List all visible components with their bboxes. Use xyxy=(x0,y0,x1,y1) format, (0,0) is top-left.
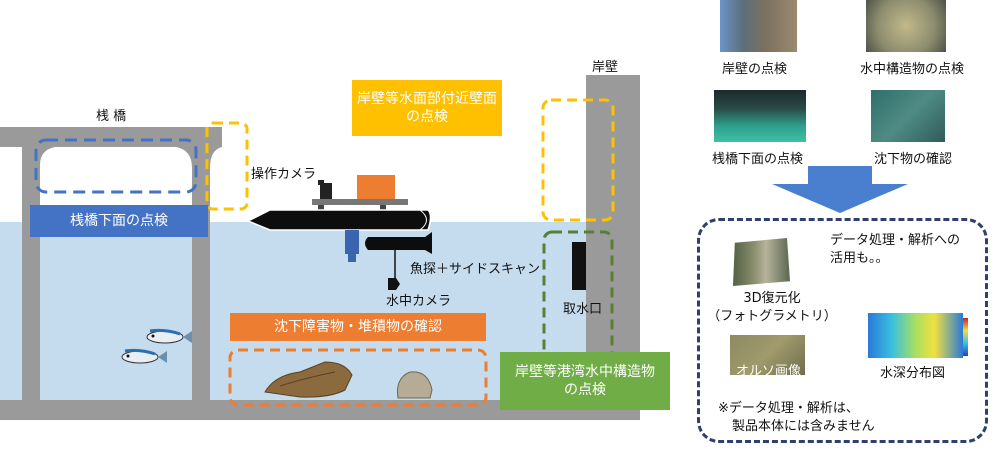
harbor-scene xyxy=(0,75,640,420)
underwater-camera-label: 水中カメラ xyxy=(386,294,452,309)
data-use-line1: データ処理・解析への xyxy=(830,233,961,248)
depth-scale-bar xyxy=(963,318,968,356)
exclusion-note: ※データ処理・解析は、 製品本体には含みません xyxy=(718,400,875,435)
underwater-camera-device xyxy=(388,278,400,290)
quay-wall-photo xyxy=(720,0,797,52)
quay-wall-label: 岸壁 xyxy=(592,60,619,75)
3d-model-image xyxy=(733,238,790,286)
waterline-wall-line2: の点検 xyxy=(406,109,448,125)
thumb-caption-pier: 桟橋下面の点検 xyxy=(712,152,804,167)
seabed xyxy=(0,400,640,420)
fish-1 xyxy=(146,328,192,344)
operation-camera-dash xyxy=(205,121,249,211)
data-use-line2: 活用も。。 xyxy=(830,250,889,266)
sunken-rock xyxy=(397,371,433,399)
exclusion-note-line1: ※データ処理・解析は、 xyxy=(718,401,859,416)
fish-2 xyxy=(121,348,167,364)
waterline-wall-box: 岸壁等水面部付近壁面 の点検 xyxy=(352,80,502,136)
waterline-wall-line1: 岸壁等水面部付近壁面 xyxy=(357,90,497,107)
ortho-image xyxy=(730,335,805,375)
depth-map-caption: 水深分布図 xyxy=(880,366,946,381)
fish-finder-label: 魚探＋サイドスキャン xyxy=(410,262,541,277)
water-intake-label: 取水口 xyxy=(563,302,603,317)
thruster xyxy=(345,230,359,254)
waterline-wall-dash xyxy=(541,98,615,222)
water-intake-opening xyxy=(572,242,586,290)
3d-model-caption: 3D復元化 （フォトグラメトリ） xyxy=(702,290,842,325)
ortho-label: オルソ画像 xyxy=(736,364,802,379)
sonar-pod xyxy=(365,237,431,250)
underwater-structure-line2: の点検 xyxy=(564,382,606,398)
equipment-box xyxy=(357,175,395,200)
pier-underside-box: 桟橋下面の点検 xyxy=(30,205,208,237)
data-processing-panel xyxy=(697,218,988,443)
3d-model-caption-line2: （フォトグラメトリ） xyxy=(707,308,837,324)
underwater-structure-box: 岸壁等港湾水中構造物 の点検 xyxy=(500,352,670,410)
depth-map-image xyxy=(868,313,963,358)
data-use-note: データ処理・解析への 活用も。。 xyxy=(830,232,960,267)
underwater-structure-line1: 岸壁等港湾水中構造物 xyxy=(515,363,655,380)
operation-camera-label: 操作カメラ xyxy=(251,167,317,182)
pier-underside-photo xyxy=(714,90,806,142)
thumb-caption-structure: 水中構造物の点検 xyxy=(860,62,965,77)
sunken-object-photo xyxy=(871,90,945,142)
thumb-caption-quay: 岸壁の点検 xyxy=(722,62,788,77)
sunken-log xyxy=(264,361,353,398)
pier-label: 桟 橋 xyxy=(96,109,127,124)
camera-box xyxy=(320,183,332,199)
exclusion-note-line2: 製品本体には含みません xyxy=(732,418,875,434)
underwater-structure-photo xyxy=(866,0,946,52)
down-arrow-icon xyxy=(772,166,908,213)
vessel-deck xyxy=(312,199,408,205)
pier-deck xyxy=(0,127,222,147)
thumb-caption-sunken: 沈下物の確認 xyxy=(874,152,953,167)
quay-wall xyxy=(586,75,614,400)
pier-underside-dash xyxy=(34,138,198,194)
sunken-obstacles-box: 沈下障害物・堆積物の確認 xyxy=(230,313,486,341)
vessel-hull xyxy=(246,209,432,231)
sunken-obstacle-dash xyxy=(228,348,488,407)
3d-model-caption-line1: 3D復元化 xyxy=(743,291,801,306)
